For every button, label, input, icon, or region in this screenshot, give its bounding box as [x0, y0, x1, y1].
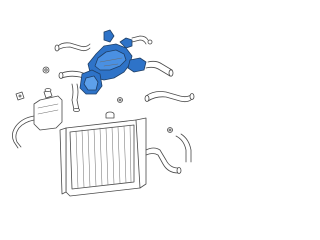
thermostat-housing-assembly[interactable]: [79, 29, 147, 95]
hose-clamp-upper-left[interactable]: [42, 66, 50, 74]
radiator[interactable]: [59, 117, 147, 197]
hose-clamp-middle[interactable]: [117, 97, 123, 103]
parts-diagram-svg: [12, 29, 195, 197]
small-connector-hose[interactable]: [131, 35, 153, 45]
thermostat-inlet-hose[interactable]: [71, 83, 80, 113]
lower-radiator-hose[interactable]: [145, 147, 182, 174]
upper-left-hose[interactable]: [54, 42, 91, 52]
parts-diagram: [12, 29, 195, 197]
left-bypass-hose[interactable]: [58, 70, 93, 82]
reservoir-bracket[interactable]: [15, 91, 25, 101]
hose-clamp-lower-right[interactable]: [167, 127, 173, 133]
upper-radiator-hose[interactable]: [144, 91, 195, 103]
overflow-hose[interactable]: [12, 115, 35, 149]
radiator-cap[interactable]: [105, 111, 115, 119]
coolant-reservoir-tank[interactable]: [33, 88, 63, 131]
upper-right-hose[interactable]: [145, 60, 174, 77]
heater-hose[interactable]: [175, 133, 192, 163]
